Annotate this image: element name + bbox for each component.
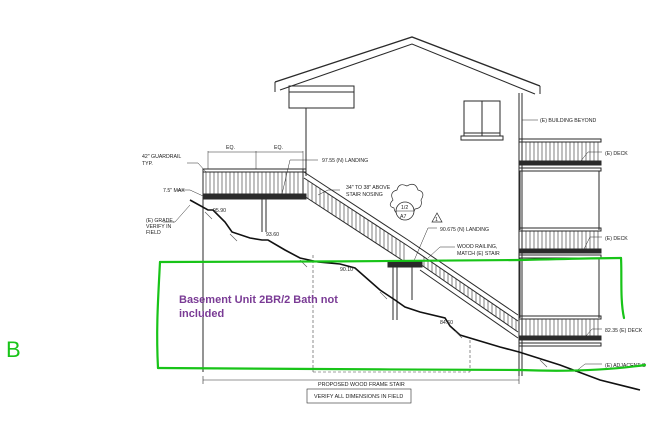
section-sheet: A7: [400, 214, 406, 220]
above-stair-label-1: 34" TO 38" ABOVE: [346, 185, 391, 191]
verify-dimensions-label: VERIFY ALL DIMENSIONS IN FIELD: [314, 394, 403, 400]
building-beyond-label: (E) BUILDING BEYOND: [540, 118, 596, 124]
grade-line: [189, 199, 641, 391]
deck-label-1: (E) DECK: [605, 151, 628, 157]
grade-hatch: [204, 211, 548, 368]
drawing-labels: 42" GUARDRAIL TYP. 7.5" MAX (E) GRADE, V…: [142, 118, 646, 400]
railing-label-1: WOOD RAILING,: [457, 244, 497, 250]
existing-decks: [518, 138, 602, 347]
grade-label-2: VERIFY IN: [146, 224, 172, 230]
guardrail-label-2: TYP.: [142, 161, 153, 167]
margin-mark: B: [6, 337, 21, 362]
markup-cloud: [156, 256, 647, 372]
section-marker: [389, 183, 443, 223]
eq-label-left: EQ.: [226, 145, 235, 151]
leader-lines: [163, 119, 602, 373]
grade-label-3: FIELD: [146, 230, 161, 236]
above-stair-label-2: STAIR NOSING: [346, 192, 383, 198]
elev-84-60: 84.60: [440, 320, 453, 326]
stair-run: [303, 171, 519, 339]
markup-note-line2: included: [179, 308, 224, 320]
deck-label-2: (E) DECK: [605, 236, 628, 242]
overall-dimension: [202, 376, 520, 404]
adjacent-label: (E) ADJACENT G: [605, 363, 646, 369]
revision-delta: 1: [435, 217, 438, 223]
elev-95-90: 95.90: [213, 208, 226, 214]
landing-top-label: 97.55 (N) LANDING: [322, 158, 368, 164]
elev-90-10: 90.10: [340, 267, 353, 273]
max-label: 7.5" MAX: [163, 188, 185, 194]
elev-93-60: 93.60: [266, 232, 279, 238]
landing-mid-label: 90.675 (N) LANDING: [440, 227, 489, 233]
section-number: 1/2: [401, 205, 408, 211]
upper-landing: [202, 151, 307, 372]
eq-label-right: EQ.: [274, 145, 283, 151]
foundation-dashed: [312, 255, 471, 373]
railing-label-2: MATCH (E) STAIR: [457, 251, 500, 257]
grade-label-1: (E) GRADE,: [146, 218, 174, 224]
existing-building: [274, 36, 541, 376]
deck-label-3: 82.35 (E) DECK: [605, 328, 643, 334]
proposed-stair-label: PROPOSED WOOD FRAME STAIR: [318, 382, 405, 388]
markup-note-line1: Basement Unit 2BR/2 Bath not: [179, 294, 338, 306]
guardrail-label-1: 42" GUARDRAIL: [142, 154, 181, 160]
